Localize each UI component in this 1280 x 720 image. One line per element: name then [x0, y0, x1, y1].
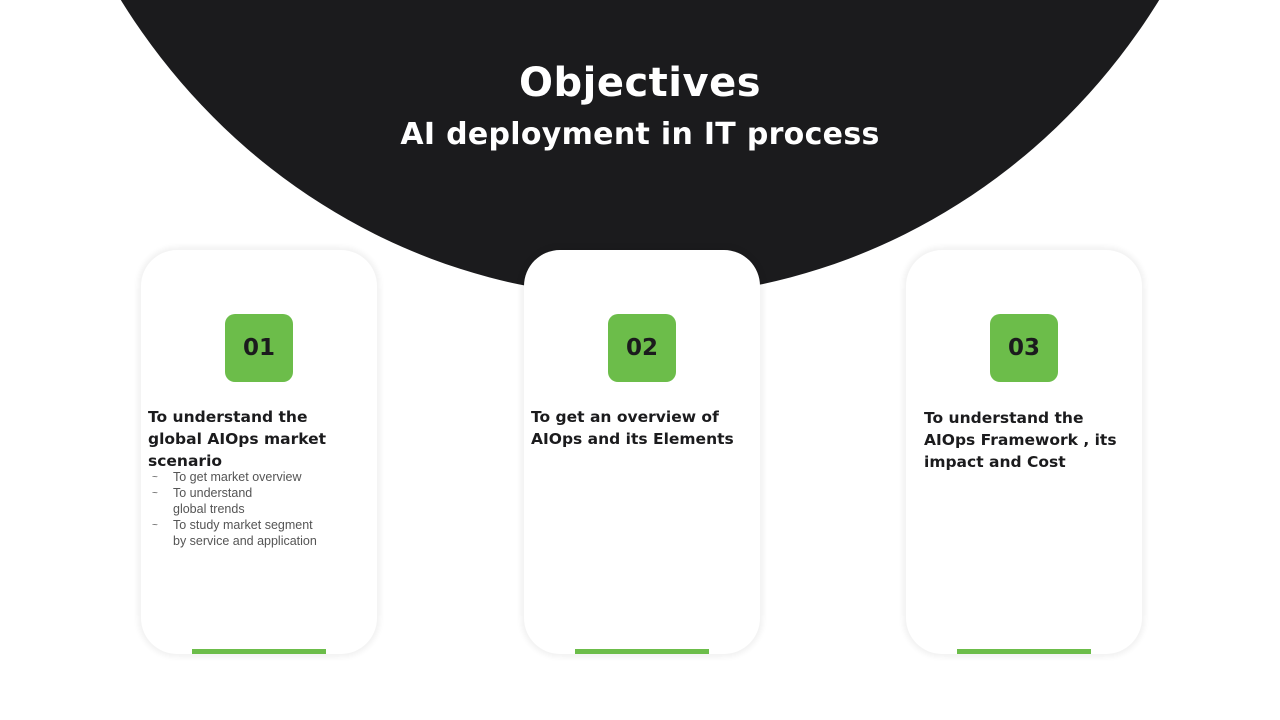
objective-card-1: 01 To understand the global AIOps market…	[141, 250, 377, 654]
objective-heading: To understand the global AIOps market sc…	[148, 408, 327, 470]
objective-bullet-list: ~ To get market overview ~ To understand…	[152, 469, 352, 549]
objective-heading: To get an overview of AIOps and its Elem…	[531, 408, 734, 448]
list-item-text: To get market overview	[173, 470, 302, 484]
card-accent-bar	[192, 649, 326, 654]
objective-card-3: 03 To understand the AIOps Framework , i…	[906, 250, 1142, 654]
card-accent-bar	[575, 649, 709, 654]
card-accent-bar	[957, 649, 1091, 654]
tilde-bullet-icon: ~	[152, 472, 158, 483]
objective-card-2: 02 To get an overview of AIOps and its E…	[524, 250, 760, 654]
objective-heading: To understand the AIOps Framework , its …	[924, 409, 1117, 471]
objective-number-badge: 01	[225, 314, 293, 382]
page-title: Objectives	[518, 60, 762, 106]
list-item-text: To study market segment by service and a…	[173, 518, 317, 548]
list-item: ~ To get market overview	[152, 469, 352, 485]
list-item: ~ To study market segment by service and…	[152, 517, 352, 549]
list-item-text: To understand global trends	[173, 486, 253, 516]
tilde-bullet-icon: ~	[152, 488, 158, 499]
tilde-bullet-icon: ~	[152, 520, 158, 531]
objective-number-badge: 02	[608, 314, 676, 382]
list-item: ~ To understand global trends	[152, 485, 352, 517]
objective-number-badge: 03	[990, 314, 1058, 382]
page-subtitle: AI deployment in IT process	[400, 117, 880, 152]
